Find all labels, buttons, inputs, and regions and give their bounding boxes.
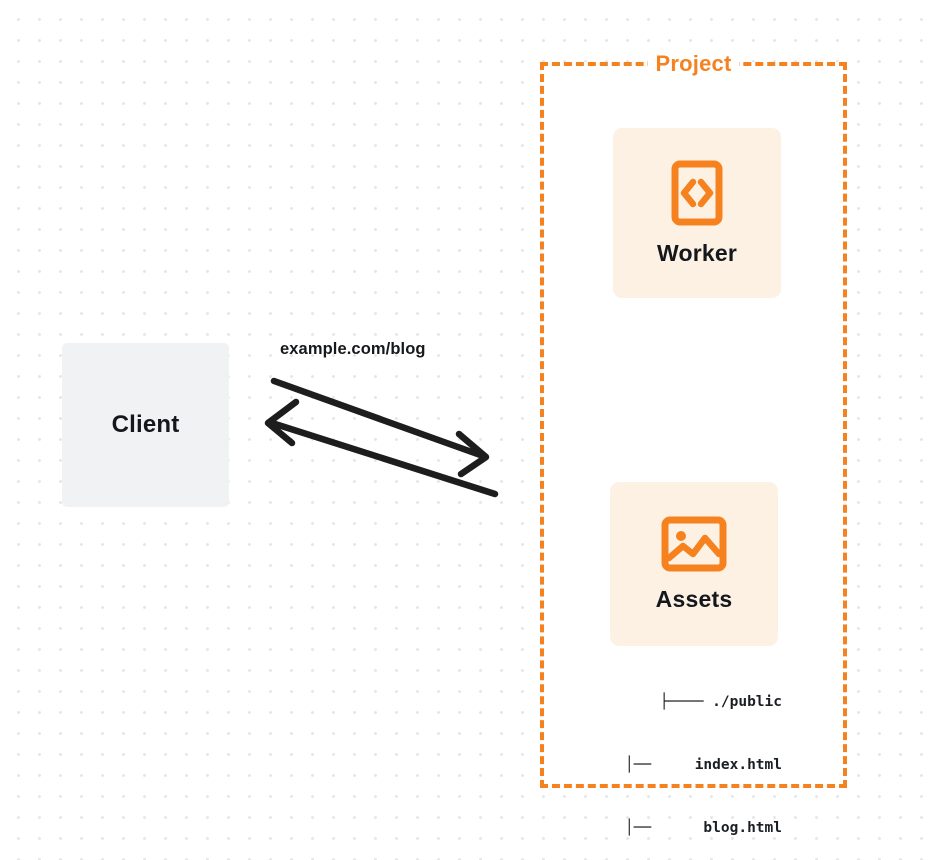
arrow-left-to-client — [264, 398, 499, 498]
connection-label: example.com/blog — [280, 340, 426, 358]
file-tree-row: │── index.html — [624, 757, 782, 773]
worker-card[interactable]: Worker — [613, 128, 781, 298]
project-title: Project — [540, 51, 847, 77]
assets-file-tree: ├──── ./public │── index.html │── blog.h… — [560, 650, 782, 860]
assets-card[interactable]: Assets — [610, 482, 778, 646]
client-label: Client — [111, 411, 180, 438]
worker-label: Worker — [656, 239, 738, 266]
client-node[interactable]: Client — [62, 343, 229, 507]
code-brackets-icon — [671, 160, 723, 225]
project-title-text: Project — [647, 51, 740, 76]
file-tree-row: │── blog.html — [624, 820, 782, 836]
image-icon — [661, 516, 727, 571]
file-tree-row: ├──── ./public — [659, 694, 782, 710]
arrow-right-to-project — [270, 377, 490, 478]
assets-label: Assets — [655, 585, 733, 612]
